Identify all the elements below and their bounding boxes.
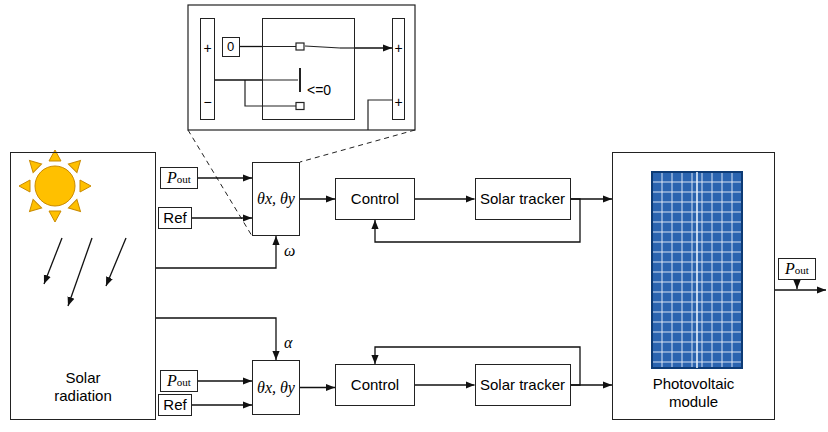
node-text: + bbox=[201, 41, 214, 55]
zoom-leader bbox=[300, 130, 415, 162]
node-text: Solar tracker bbox=[480, 376, 565, 394]
connector bbox=[240, 46, 263, 47]
node-text: − bbox=[201, 95, 214, 109]
connector bbox=[215, 79, 262, 80]
node-text: Pout bbox=[785, 260, 809, 278]
connector bbox=[415, 198, 475, 199]
node-text: Solar radiation bbox=[37, 369, 129, 405]
sun-icon bbox=[19, 150, 91, 222]
switch-block: <=0 bbox=[262, 18, 355, 120]
radiation-arrows bbox=[44, 238, 126, 306]
module-box: Photovoltaic module bbox=[612, 152, 775, 420]
connector bbox=[300, 198, 335, 199]
output-tap-arrow bbox=[796, 280, 797, 289]
node-text: Ref bbox=[163, 396, 186, 414]
angle-block: θx, θy bbox=[252, 360, 300, 415]
pv-panel-picture bbox=[652, 172, 742, 368]
node-text: θx, θy bbox=[257, 378, 295, 397]
signal-label: α bbox=[283, 334, 293, 352]
process-box: Control bbox=[335, 364, 415, 406]
node-text: Photovoltaic module bbox=[648, 375, 740, 411]
signal-label: ω bbox=[283, 242, 296, 260]
node-text: Control bbox=[351, 190, 399, 208]
constant-block: 0 bbox=[222, 37, 240, 57]
output-arrow bbox=[775, 289, 826, 290]
connector bbox=[355, 47, 392, 48]
node-text: Control bbox=[351, 376, 399, 394]
connector bbox=[198, 380, 252, 381]
connector bbox=[415, 384, 475, 385]
switch-symbol bbox=[245, 43, 392, 130]
connector bbox=[156, 318, 276, 360]
node-text: + bbox=[393, 41, 404, 55]
input-label-box: Pout bbox=[160, 370, 198, 392]
input-label-box: Pout bbox=[160, 167, 198, 189]
input-label-box: Ref bbox=[158, 207, 192, 229]
process-box: Solar tracker bbox=[475, 178, 571, 220]
process-box: Control bbox=[335, 178, 415, 220]
connector bbox=[156, 236, 276, 268]
node-text: Solar tracker bbox=[480, 190, 565, 208]
connector bbox=[192, 404, 252, 405]
connector bbox=[198, 177, 252, 178]
input-label-box: Ref bbox=[158, 394, 192, 416]
node-text: Pout bbox=[167, 169, 191, 187]
source-box: Solar radiation bbox=[10, 152, 156, 420]
process-box: Solar tracker bbox=[475, 364, 571, 406]
output-label-box: Pout bbox=[778, 258, 816, 280]
node-text: 0 bbox=[227, 39, 234, 55]
node-text: Ref bbox=[163, 209, 186, 227]
zoom-inset-frame bbox=[188, 5, 415, 130]
sum-block: ++ bbox=[392, 18, 405, 120]
node-text: θx, θy bbox=[257, 189, 295, 208]
sum-block: +− bbox=[200, 18, 215, 120]
angle-block: θx, θy bbox=[252, 162, 300, 236]
connector bbox=[192, 217, 252, 218]
connector bbox=[300, 387, 335, 388]
node-text: <=0 bbox=[307, 83, 331, 97]
node-text: Pout bbox=[167, 372, 191, 390]
node-text: + bbox=[393, 95, 404, 109]
